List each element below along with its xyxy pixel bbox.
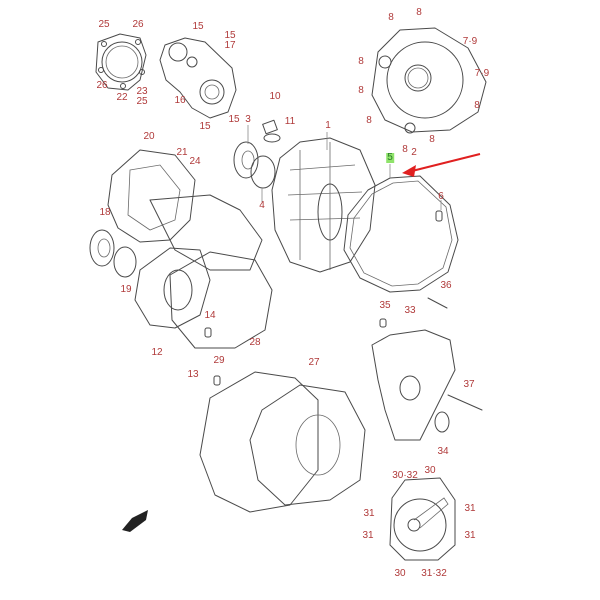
label-30-32: 30·32 <box>392 470 418 481</box>
label-8: 8 <box>358 85 364 96</box>
label-8: 8 <box>416 7 422 18</box>
part-seal-3 <box>233 141 259 179</box>
part-bolt-37 <box>447 394 483 411</box>
label-31-32: 31·32 <box>421 568 447 579</box>
label-24: 24 <box>189 156 201 167</box>
label-17: 17 <box>224 40 236 51</box>
label-31: 31 <box>362 530 374 541</box>
label-8: 8 <box>474 100 480 111</box>
part-dowel-6 <box>435 210 443 222</box>
part-oring-4 <box>250 155 276 189</box>
part-starter-cover <box>389 477 456 561</box>
label-15: 15 <box>199 121 211 132</box>
label-8: 8 <box>402 144 408 155</box>
part-gasket-28 <box>199 371 319 513</box>
label-20: 20 <box>143 131 155 142</box>
label-30: 30 <box>394 568 406 579</box>
label-7-9: 7·9 <box>474 68 490 79</box>
part-cover-20 <box>107 149 263 271</box>
front-direction-icon <box>122 510 148 532</box>
label-3: 3 <box>245 114 251 125</box>
leader-lines <box>247 125 442 210</box>
label-2: 2 <box>411 147 417 158</box>
label-35: 35 <box>379 300 391 311</box>
label-11: 11 <box>284 116 296 127</box>
label-30: 30 <box>424 465 436 476</box>
label-13: 13 <box>187 369 199 380</box>
label-33: 33 <box>404 305 416 316</box>
label-37: 37 <box>463 379 475 390</box>
label-15: 15 <box>228 114 240 125</box>
label-15: 15 <box>192 21 204 32</box>
label-31: 31 <box>363 508 375 519</box>
label-26: 26 <box>96 80 108 91</box>
label-29: 29 <box>213 355 225 366</box>
part-dowel-29 <box>213 375 221 386</box>
label-19: 19 <box>120 284 132 295</box>
part-bracket-33 <box>371 329 456 441</box>
part-main-cover-1 <box>271 137 376 273</box>
label-27: 27 <box>308 357 320 368</box>
part-bolt-36 <box>427 297 448 309</box>
label-34: 34 <box>437 446 449 457</box>
label-8: 8 <box>388 12 394 23</box>
part-gasket-13 <box>169 251 273 349</box>
part-oring-19 <box>113 246 137 278</box>
label-7-9: 7·9 <box>462 36 478 47</box>
label-18: 18 <box>99 207 111 218</box>
label-12: 12 <box>151 347 163 358</box>
part-cover-12 <box>134 247 211 329</box>
label-23: 23 <box>136 86 148 97</box>
label-26: 26 <box>132 19 144 30</box>
label-25: 25 <box>98 19 110 30</box>
label-22: 22 <box>116 92 128 103</box>
label-28: 28 <box>249 337 261 348</box>
label-16: 16 <box>174 95 186 106</box>
part-dowel-35 <box>379 318 387 328</box>
label-31: 31 <box>464 530 476 541</box>
part-generator-cover-27 <box>249 384 366 506</box>
part-clutch-cover <box>371 27 487 134</box>
label-31: 31 <box>464 503 476 514</box>
label-21: 21 <box>176 147 188 158</box>
part-oil-plug <box>262 119 281 143</box>
part-dowel-14 <box>204 327 212 338</box>
label-4: 4 <box>259 200 265 211</box>
label-25: 25 <box>136 96 148 107</box>
part-pump-cover <box>159 37 237 119</box>
highlight-arrow-icon <box>402 153 481 177</box>
label-8: 8 <box>358 56 364 67</box>
label-36: 36 <box>440 280 452 291</box>
label-10: 10 <box>269 91 281 102</box>
label-14: 14 <box>204 310 216 321</box>
label-6: 6 <box>438 191 444 202</box>
label-15: 15 <box>224 30 236 41</box>
part-cap-34 <box>434 411 450 433</box>
label-5-highlighted: 5 <box>386 152 394 163</box>
part-small-cover <box>95 33 147 91</box>
part-seal-18 <box>89 229 115 267</box>
label-8: 8 <box>429 134 435 145</box>
label-1: 1 <box>325 120 331 131</box>
label-8: 8 <box>366 115 372 126</box>
